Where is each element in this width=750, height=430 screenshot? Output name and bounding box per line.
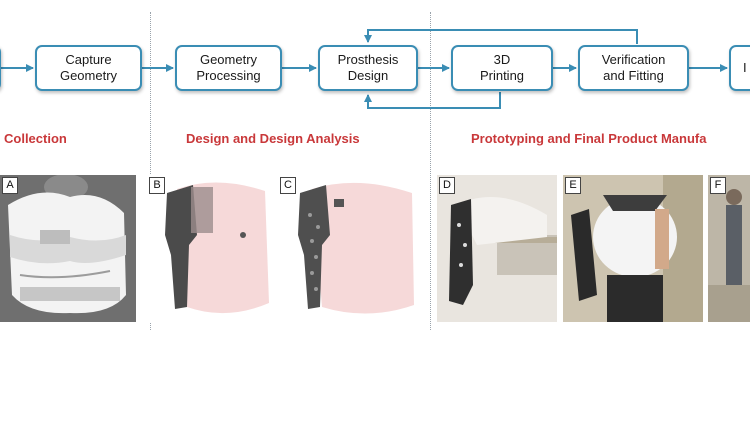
- process-box-partial-right: I: [729, 45, 750, 91]
- panel-d-printed-prototype: D: [437, 175, 557, 322]
- panel-letter-f: F: [710, 177, 726, 194]
- process-box-partial-left: [0, 45, 1, 91]
- feedback-arrow-top: [364, 29, 638, 44]
- process-box-capture-geometry: Capture Geometry: [35, 45, 142, 91]
- panel-letter-e: E: [565, 177, 581, 194]
- printed-prototype-figure: [437, 175, 557, 322]
- process-box-verification-fitting: Verification and Fitting: [578, 45, 689, 91]
- panel-b-design-render: B: [147, 175, 271, 322]
- panel-letter-b: B: [149, 177, 165, 194]
- blank-area: [0, 330, 750, 430]
- section-divider-2: [430, 12, 431, 330]
- final-product-figure: [708, 175, 750, 322]
- section-divider-1: [150, 12, 151, 330]
- process-box-prosthesis-design: Prosthesis Design: [318, 45, 418, 91]
- panel-letter-a: A: [2, 177, 18, 194]
- flow-arrows: [0, 29, 728, 109]
- process-box-3d-printing: 3D Printing: [451, 45, 553, 91]
- panel-a-scan-image: A: [0, 175, 136, 322]
- stage-label-prototyping: Prototyping and Final Product Manufa: [471, 131, 707, 146]
- torso-scan-figure: [8, 175, 126, 314]
- fitting-photo-figure: [563, 175, 703, 322]
- process-box-geometry-processing: Geometry Processing: [175, 45, 282, 91]
- stage-label-design-analysis: Design and Design Analysis: [186, 131, 360, 146]
- panel-letter-c: C: [280, 177, 296, 194]
- feedback-arrow-bottom: [364, 92, 501, 109]
- prosthesis-design-figure: [165, 182, 269, 314]
- panel-f-partial-photo: F: [708, 175, 750, 322]
- panel-e-fitting-photo: E: [563, 175, 703, 322]
- panel-c-analysis-render: C: [278, 175, 418, 322]
- stage-label-collection: Collection: [4, 131, 67, 146]
- design-analysis-figure: [298, 182, 414, 314]
- panel-letter-d: D: [439, 177, 455, 194]
